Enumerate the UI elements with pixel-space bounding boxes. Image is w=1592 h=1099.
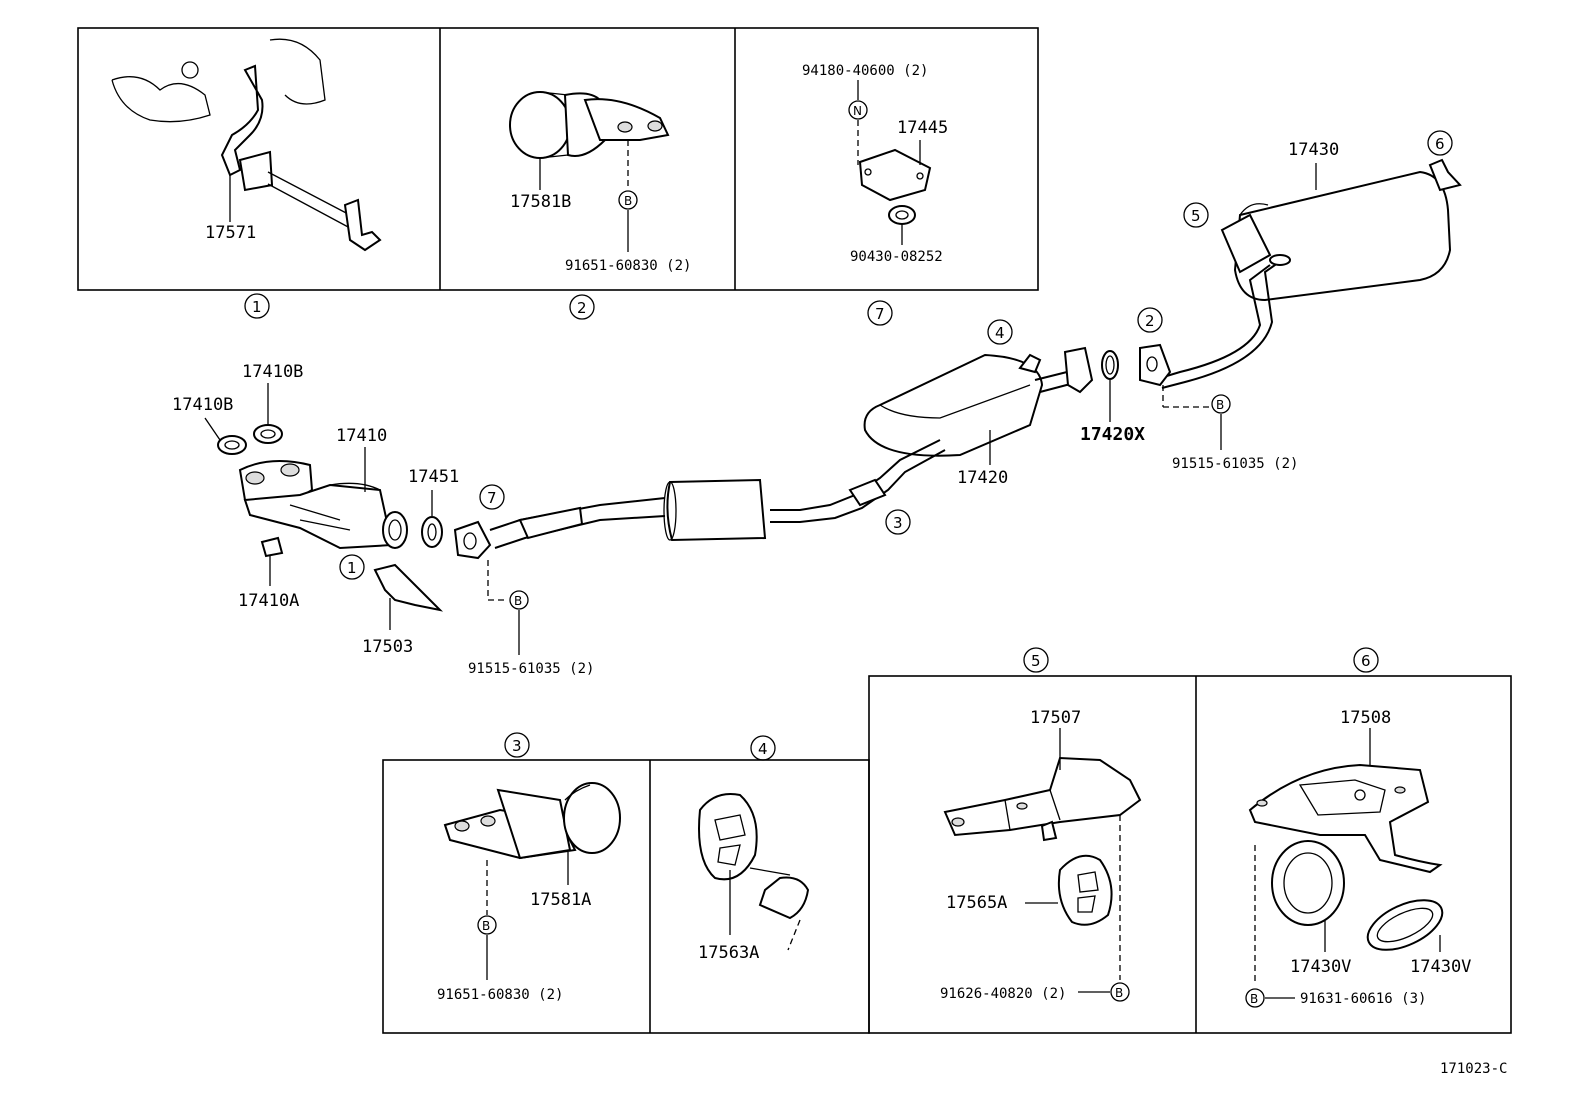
part-17451-label: 17451 bbox=[408, 467, 459, 487]
detail-5-bracket: 17507 17565A B 91626-40820 (2) bbox=[940, 708, 1142, 1002]
bottom-detail-frame-right bbox=[868, 675, 1512, 1034]
rear-muffler-17430: 17430 6 5 bbox=[1159, 130, 1462, 389]
part-91626-40820-label: 91626-40820 (2) bbox=[940, 986, 1066, 1002]
part-17430V-label-b: 17430V bbox=[1410, 957, 1471, 977]
part-17410A-label: 17410A bbox=[238, 591, 299, 611]
part-17565A-label: 17565A bbox=[946, 893, 1007, 913]
detail-6-bracket: 17508 17430V 17430V B 91631-60616 (3) bbox=[1245, 708, 1471, 1008]
part-17430-label: 17430 bbox=[1288, 140, 1339, 160]
svg-text:6: 6 bbox=[1435, 135, 1445, 153]
detail-1-bracket: 17571 bbox=[111, 38, 382, 252]
part-91515-61035-label-b: 91515-61035 (2) bbox=[1172, 456, 1298, 472]
part-17430V-label-a: 17430V bbox=[1290, 957, 1351, 977]
svg-text:3: 3 bbox=[512, 737, 522, 755]
part-17410B-label-left: 17410B bbox=[172, 395, 233, 415]
part-90430-08252-label: 90430-08252 bbox=[850, 249, 943, 265]
detail-4-rubber-mount: 17563A bbox=[698, 793, 810, 963]
top-detail-frame bbox=[77, 27, 1039, 291]
part-17581B-label: 17581B bbox=[510, 192, 571, 212]
svg-text:2: 2 bbox=[1145, 312, 1155, 330]
middle-pipe-resonator: 3 bbox=[489, 439, 946, 549]
svg-text:4: 4 bbox=[995, 324, 1005, 342]
part-17410-label: 17410 bbox=[336, 426, 387, 446]
gasket-17451: 17451 bbox=[408, 467, 459, 548]
catalytic-converter-17410: 17410 17410B 17410B 17410A 1 17503 bbox=[172, 362, 444, 657]
part-91651-60830-label-b: 91651-60830 (2) bbox=[437, 987, 563, 1003]
bottom-box-markers: 3 4 5 6 bbox=[504, 647, 1379, 761]
part-17581A-label: 17581A bbox=[530, 890, 591, 910]
part-94180-40600-label: 94180-40600 (2) bbox=[802, 63, 928, 79]
svg-text:4: 4 bbox=[758, 740, 768, 758]
part-17445-label: 17445 bbox=[897, 118, 948, 138]
svg-text:B: B bbox=[1250, 992, 1258, 1006]
svg-text:B: B bbox=[1216, 398, 1224, 412]
svg-text:B: B bbox=[1115, 986, 1123, 1000]
detail-7-gasket: 94180-40600 (2) N 17445 90430-08252 bbox=[802, 63, 948, 265]
detail-2-hanger: 17581B B 91651-60830 (2) bbox=[509, 91, 691, 274]
flange-gasket-17420X: 2 B 91515-61035 (2) 17420X bbox=[1080, 307, 1298, 472]
svg-text:1: 1 bbox=[347, 559, 357, 577]
part-17571-label: 17571 bbox=[205, 223, 256, 243]
svg-text:B: B bbox=[514, 594, 522, 608]
part-91515-61035-label-a: 91515-61035 (2) bbox=[468, 661, 594, 677]
bolt-marker: B bbox=[624, 194, 632, 208]
svg-text:1: 1 bbox=[252, 298, 262, 316]
part-17410B-label-top: 17410B bbox=[242, 362, 303, 382]
detail-3-hanger: 17581A B 91651-60830 (2) bbox=[437, 782, 621, 1003]
part-17503-label: 17503 bbox=[362, 637, 413, 657]
svg-text:3: 3 bbox=[893, 514, 903, 532]
svg-text:6: 6 bbox=[1361, 652, 1371, 670]
part-91651-60830-label-a: 91651-60830 (2) bbox=[565, 258, 691, 274]
svg-text:B: B bbox=[482, 919, 490, 933]
part-17508-label: 17508 bbox=[1340, 708, 1391, 728]
part-17420-label: 17420 bbox=[957, 468, 1008, 488]
center-muffler-17420: 4 17420 bbox=[863, 319, 1094, 488]
part-17563A-label: 17563A bbox=[698, 943, 759, 963]
svg-text:7: 7 bbox=[487, 489, 497, 507]
svg-text:5: 5 bbox=[1031, 652, 1041, 670]
part-17507-label: 17507 bbox=[1030, 708, 1081, 728]
svg-text:5: 5 bbox=[1191, 207, 1201, 225]
front-pipe-flange: 7 B 91515-61035 (2) bbox=[453, 484, 594, 677]
diagram-id: 171023-C bbox=[1440, 1061, 1507, 1077]
part-91631-60616-label: 91631-60616 (3) bbox=[1300, 991, 1426, 1007]
part-17420X-label: 17420X bbox=[1080, 424, 1145, 445]
nut-marker: N bbox=[853, 104, 862, 118]
top-box-markers: 1 2 7 bbox=[244, 293, 893, 326]
svg-text:7: 7 bbox=[875, 305, 885, 323]
svg-text:2: 2 bbox=[577, 299, 587, 317]
